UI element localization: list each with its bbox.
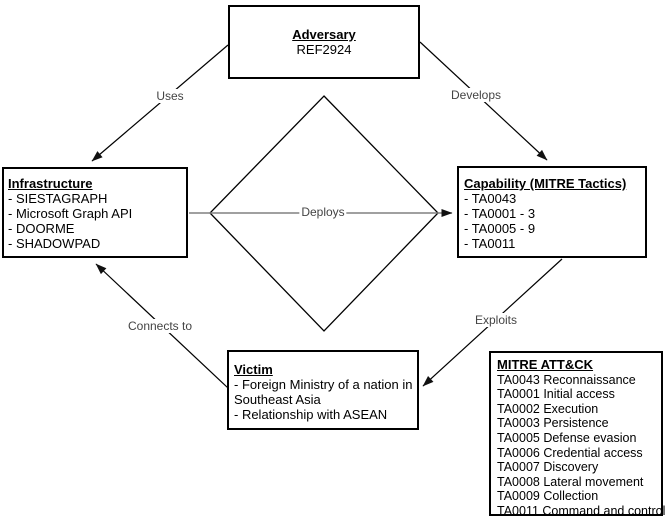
adversary-node: Adversary REF2924 <box>228 5 420 79</box>
capability-node-line: - TA0005 - 9 <box>464 221 536 236</box>
uses-edge-label: Uses <box>154 89 186 103</box>
mitre-attack-legend-line: TA0003 Persistence <box>497 416 609 431</box>
capability-node-title: Capability (MITRE Tactics) <box>464 176 627 191</box>
mitre-attack-legend-title: MITRE ATT&CK <box>497 357 594 372</box>
victim-node-line: - Relationship with ASEAN <box>234 407 388 422</box>
mitre-attack-legend-line: TA0006 Credential access <box>497 445 643 460</box>
mitre-attack-legend-line: TA0001 Initial access <box>497 387 615 402</box>
adversary-node-title: Adversary <box>292 27 356 42</box>
infrastructure-node-line: - Microsoft Graph API <box>8 206 133 221</box>
capability-node: Capability (MITRE Tactics) - TA0043 - TA… <box>457 166 647 258</box>
capability-node-line: - TA0011 <box>464 236 516 251</box>
mitre-attack-legend-line: TA0043 Reconnaissance <box>497 372 636 387</box>
infrastructure-node: Infrastructure - SIESTAGRAPH - Microsoft… <box>2 167 188 258</box>
victim-node-line: - Foreign Ministry of a nation in <box>234 377 413 392</box>
connects-to-edge-label: Connects to <box>125 319 195 333</box>
victim-node-title: Victim <box>234 362 273 377</box>
develops-edge-label: Develops <box>448 88 504 102</box>
mitre-attack-legend-line: TA0005 Defense evasion <box>497 430 637 445</box>
capability-node-line: - TA0043 <box>464 191 517 206</box>
mitre-attack-legend-node: MITRE ATT&CK TA0043 Reconnaissance TA000… <box>489 351 666 518</box>
capability-node-line: - TA0001 - 3 <box>464 206 536 221</box>
infrastructure-node-line: - SHADOWPAD <box>8 236 101 251</box>
mitre-attack-legend-line: TA0009 Collection <box>497 489 599 504</box>
mitre-attack-legend-line: TA0007 Discovery <box>497 460 599 475</box>
infrastructure-node-title: Infrastructure <box>8 176 93 191</box>
infrastructure-node-line: - SIESTAGRAPH <box>8 191 108 206</box>
mitre-attack-legend-line: TA0002 Execution <box>497 401 599 416</box>
adversary-node-line: REF2924 <box>296 42 352 57</box>
mitre-attack-legend-line: TA0011 Command and control <box>497 503 666 518</box>
victim-node: Victim - Foreign Ministry of a nation in… <box>227 350 419 430</box>
infrastructure-node-line: - DOORME <box>8 221 75 236</box>
exploits-edge-label: Exploits <box>472 313 520 327</box>
mitre-attack-legend-line: TA0008 Lateral movement <box>497 474 644 489</box>
uses-edge-line <box>91 44 229 162</box>
deploys-edge-label: Deploys <box>299 205 347 219</box>
victim-node-line: Southeast Asia <box>234 392 321 407</box>
